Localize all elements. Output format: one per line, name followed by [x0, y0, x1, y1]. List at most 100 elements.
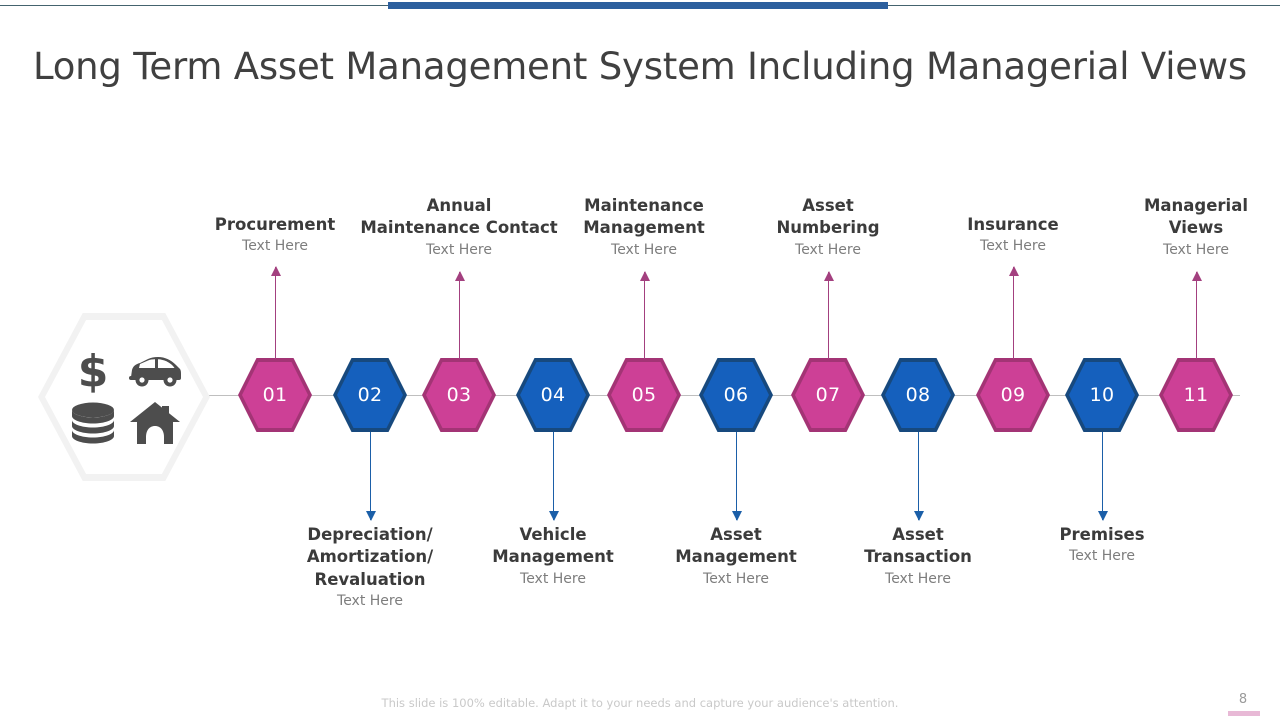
step-label-09: Insurance Text Here: [913, 214, 1113, 257]
connector-line: [644, 272, 645, 359]
step-node-01[interactable]: 01: [238, 358, 312, 432]
step-number: 10: [1089, 384, 1115, 406]
hexagon-face: 03: [426, 362, 492, 428]
hexagon-face: 08: [885, 362, 951, 428]
step-node-10[interactable]: 10: [1065, 358, 1139, 432]
coins-stack-icon: [67, 401, 119, 445]
connector-down-08: [914, 432, 924, 521]
page-number-accent-bar: [1228, 711, 1260, 716]
step-node-04[interactable]: 04: [516, 358, 590, 432]
hexagon-face: 07: [795, 362, 861, 428]
step-label-01: Procurement Text Here: [175, 214, 375, 257]
step-node-03[interactable]: 03: [422, 358, 496, 432]
step-title: Asset Numbering: [776, 196, 880, 238]
arrow-head-icon: [732, 511, 742, 521]
car-icon: [127, 351, 183, 391]
step-label-10: Premises Text Here: [1002, 524, 1202, 567]
hexagon-face: 10: [1069, 362, 1135, 428]
step-subtitle: Text Here: [980, 238, 1046, 255]
connector-down-02: [366, 432, 376, 521]
arrow-head-icon: [1098, 511, 1108, 521]
connector-up-05: [640, 271, 650, 359]
step-number: 04: [540, 384, 566, 406]
page-number: 8: [1238, 692, 1248, 707]
step-label-08: Asset Transaction Text Here: [818, 524, 1018, 589]
step-title: Depreciation/ Amortization/ Revaluation: [306, 525, 434, 589]
page-title: Long Term Asset Management System Includ…: [32, 44, 1248, 88]
step-subtitle: Text Here: [1069, 548, 1135, 565]
step-label-02: Depreciation/ Amortization/ Revaluation …: [270, 524, 470, 611]
step-label-04: Vehicle Management Text Here: [453, 524, 653, 589]
arrow-head-icon: [824, 271, 834, 281]
step-title: Maintenance Management: [583, 196, 705, 238]
step-title: Asset Transaction: [864, 525, 972, 567]
step-node-09[interactable]: 09: [976, 358, 1050, 432]
source-icon-hexagon: $: [38, 313, 210, 481]
connector-line: [1013, 267, 1014, 359]
arrow-head-icon: [640, 271, 650, 281]
step-title: Procurement: [214, 215, 336, 234]
arrow-head-icon: [914, 511, 924, 521]
arrow-head-icon: [366, 511, 376, 521]
step-subtitle: Text Here: [611, 241, 677, 258]
connector-line: [370, 432, 371, 520]
step-node-07[interactable]: 07: [791, 358, 865, 432]
arrow-head-icon: [1009, 266, 1019, 276]
connector-line: [1196, 272, 1197, 359]
arrow-head-icon: [455, 271, 465, 281]
connector-line: [1102, 432, 1103, 520]
connector-line: [918, 432, 919, 520]
connector-line: [275, 267, 276, 359]
connector-line: [553, 432, 554, 520]
step-node-08[interactable]: 08: [881, 358, 955, 432]
hexagon-face: 06: [703, 362, 769, 428]
hexagon-face: 02: [337, 362, 403, 428]
step-subtitle: Text Here: [885, 570, 951, 587]
hexagon-face: 09: [980, 362, 1046, 428]
step-number: 09: [1000, 384, 1026, 406]
step-node-02[interactable]: 02: [333, 358, 407, 432]
step-title: Vehicle Management: [492, 525, 614, 567]
step-label-05: Maintenance Management Text Here: [544, 195, 744, 260]
step-title: Insurance: [967, 215, 1059, 234]
step-number: 01: [262, 384, 288, 406]
step-subtitle: Text Here: [520, 570, 586, 587]
step-node-05[interactable]: 05: [607, 358, 681, 432]
hexagon-face: 05: [611, 362, 677, 428]
hexagon-face: 01: [242, 362, 308, 428]
footer-note: This slide is 100% editable. Adapt it to…: [381, 696, 899, 710]
hexagon-face: 11: [1163, 362, 1229, 428]
step-number: 05: [631, 384, 657, 406]
step-label-07: Asset Numbering Text Here: [728, 195, 928, 260]
connector-line: [828, 272, 829, 359]
step-number: 03: [446, 384, 472, 406]
step-number: 02: [357, 384, 383, 406]
source-icon-grid: $: [62, 345, 186, 449]
step-node-11[interactable]: 11: [1159, 358, 1233, 432]
connector-down-04: [549, 432, 559, 521]
connector-down-10: [1098, 432, 1108, 521]
hexagon-face: 04: [520, 362, 586, 428]
step-title: Managerial Views: [1143, 196, 1249, 238]
step-subtitle: Text Here: [795, 241, 861, 258]
dollar-sign-icon: $: [73, 348, 113, 394]
step-subtitle: Text Here: [426, 241, 492, 258]
connector-up-09: [1009, 266, 1019, 359]
svg-text:$: $: [78, 348, 109, 394]
step-node-06[interactable]: 06: [699, 358, 773, 432]
step-subtitle: Text Here: [1163, 241, 1229, 258]
step-title: Annual Maintenance Contact: [360, 196, 558, 238]
connector-up-03: [455, 271, 465, 359]
connector-line: [459, 272, 460, 359]
arrow-head-icon: [549, 511, 559, 521]
step-title: Premises: [1059, 525, 1145, 544]
step-number: 07: [815, 384, 841, 406]
connector-down-06: [732, 432, 742, 521]
step-subtitle: Text Here: [703, 570, 769, 587]
connector-up-07: [824, 271, 834, 359]
step-number: 08: [905, 384, 931, 406]
step-subtitle: Text Here: [242, 238, 308, 255]
connector-up-01: [271, 266, 281, 359]
connector-line: [736, 432, 737, 520]
